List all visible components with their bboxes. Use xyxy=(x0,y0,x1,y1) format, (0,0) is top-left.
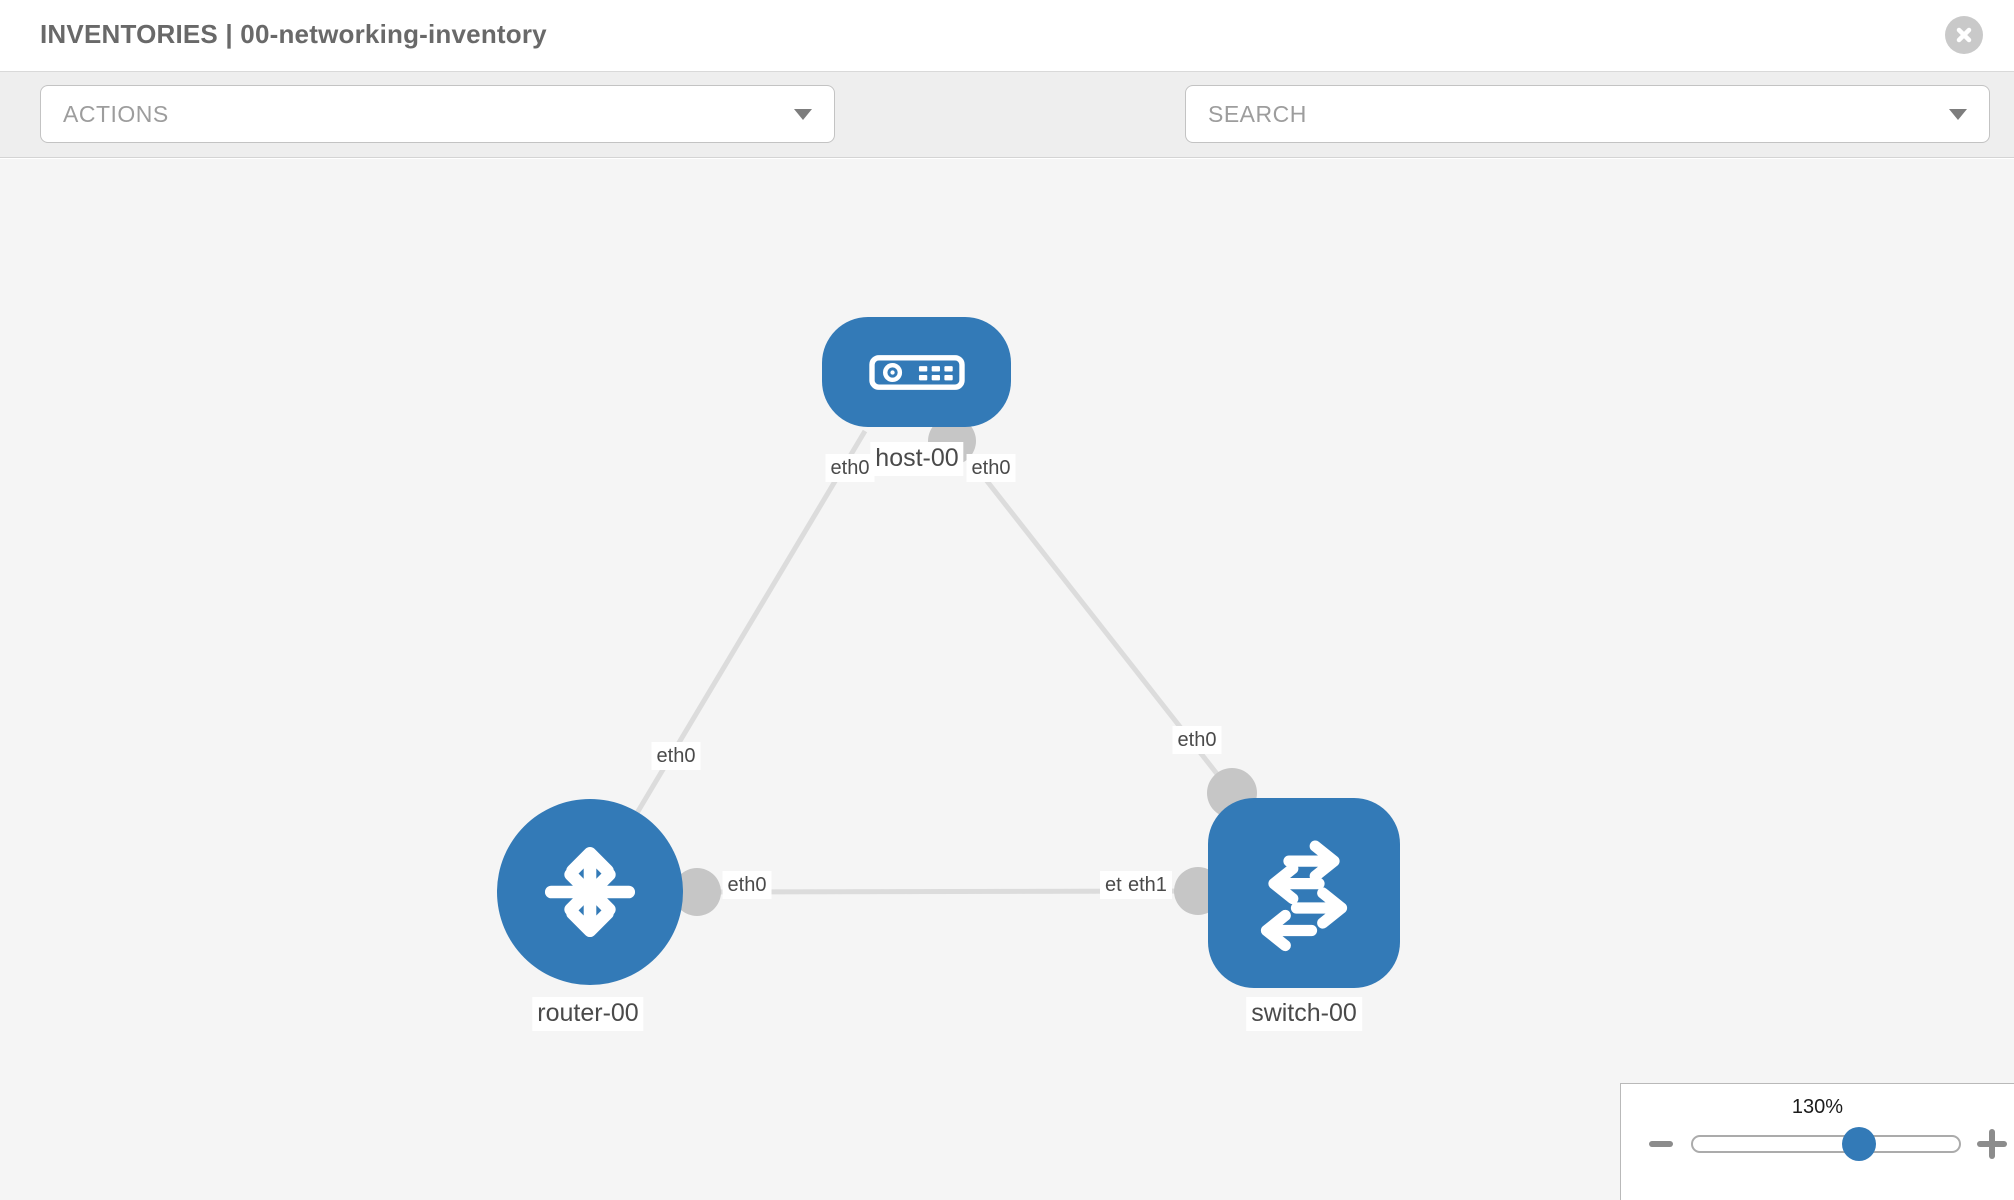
header: INVENTORIES | 00-networking-inventory xyxy=(0,0,2014,72)
node-router-00[interactable] xyxy=(497,799,683,985)
close-icon xyxy=(1956,27,1972,43)
interface-label: eth0 xyxy=(1172,726,1222,754)
zoom-level-label: 130% xyxy=(1791,1096,1844,1118)
chevron-down-icon xyxy=(794,108,812,120)
interface-dot xyxy=(673,868,721,916)
zoom-slider[interactable] xyxy=(1691,1135,1961,1153)
node-label-host: host-00 xyxy=(870,442,964,476)
page-title: INVENTORIES | 00-networking-inventory xyxy=(40,19,547,49)
interface-label: eth0 xyxy=(825,454,875,482)
node-label-router: router-00 xyxy=(532,997,644,1031)
search-dropdown[interactable]: SEARCH xyxy=(1185,85,1990,143)
toolbar: ACTIONS SEARCH xyxy=(0,72,2014,200)
actions-dropdown-label: ACTIONS xyxy=(63,100,169,127)
actions-dropdown[interactable]: ACTIONS xyxy=(40,85,835,143)
interface-label: eth0 xyxy=(651,742,701,770)
node-host-00[interactable] xyxy=(822,317,1011,427)
zoom-out-icon[interactable] xyxy=(1649,1141,1673,1147)
search-placeholder: SEARCH xyxy=(1208,100,1307,127)
server-icon xyxy=(868,354,965,390)
switch-arrows-icon xyxy=(1260,840,1348,952)
interface-label: eth1 xyxy=(1123,871,1172,899)
router-arrows-icon xyxy=(544,846,636,938)
close-button[interactable] xyxy=(1945,16,1983,54)
chevron-down-icon xyxy=(1949,108,1967,120)
node-switch-00[interactable] xyxy=(1208,798,1400,988)
zoom-slider-thumb[interactable] xyxy=(1842,1127,1876,1161)
node-label-switch: switch-00 xyxy=(1246,997,1362,1031)
zoom-panel: 130% xyxy=(1620,1083,2014,1200)
links-layer xyxy=(634,417,1257,916)
interface-label: eth0 xyxy=(966,454,1016,482)
topology-canvas[interactable]: eth0 host-00 eth0 eth0 eth0 eth0 eth0 et… xyxy=(0,159,2014,1200)
zoom-in-icon[interactable] xyxy=(1977,1129,2007,1159)
interface-label: eth0 xyxy=(722,871,772,899)
